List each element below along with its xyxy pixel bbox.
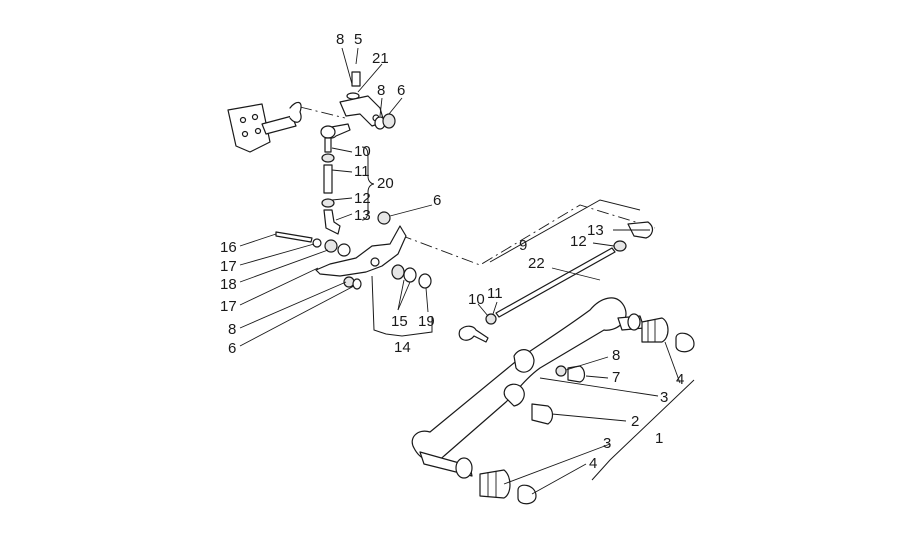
callout-8: 8 xyxy=(336,31,344,48)
rubber-bushes-3-part xyxy=(479,317,669,499)
end-caps-4-part xyxy=(517,332,695,505)
assembly-axis-lower xyxy=(399,204,656,266)
callout-6: 6 xyxy=(228,340,236,357)
callout-22: 22 xyxy=(528,255,545,272)
group-brackets xyxy=(361,146,695,481)
callout-4: 4 xyxy=(589,455,597,472)
callout-7: 7 xyxy=(612,369,620,386)
callout-13: 13 xyxy=(354,207,371,224)
callout-16: 16 xyxy=(220,239,237,256)
callout-10: 10 xyxy=(468,291,485,308)
callout-20: 20 xyxy=(377,175,394,192)
callout-11: 11 xyxy=(354,163,370,180)
callout-12: 12 xyxy=(570,233,587,250)
callout-13: 13 xyxy=(587,222,604,239)
callout-9: 9 xyxy=(519,237,527,254)
assembly-axis-upper xyxy=(299,106,346,119)
callout-17: 17 xyxy=(220,298,237,315)
vertical-tie-rod-part xyxy=(320,125,341,235)
callout-19: 19 xyxy=(418,313,435,330)
callout-1: 1 xyxy=(655,430,663,447)
callout-2: 2 xyxy=(631,413,639,430)
callout-12: 12 xyxy=(354,190,371,207)
callout-3: 3 xyxy=(660,389,668,406)
lever-pivot-assembly-part xyxy=(275,225,407,290)
callout-8: 8 xyxy=(377,82,385,99)
gearbox-shaft-part xyxy=(227,101,302,153)
callout-8: 8 xyxy=(228,321,236,338)
callout-10: 10 xyxy=(354,143,371,160)
callout-3: 3 xyxy=(603,435,611,452)
callout-18: 18 xyxy=(220,276,237,293)
callout-15: 15 xyxy=(391,313,408,330)
callout-5: 5 xyxy=(354,31,362,48)
nut-6-part xyxy=(377,211,391,225)
callout-14: 14 xyxy=(394,339,411,356)
long-tie-rod-part xyxy=(458,221,654,343)
pins-7-8-part xyxy=(531,365,586,425)
callout-11: 11 xyxy=(487,285,503,302)
callout-8: 8 xyxy=(612,347,620,364)
callout-4: 4 xyxy=(676,371,684,388)
callout-21: 21 xyxy=(372,50,389,67)
pedal-lever-part xyxy=(411,297,645,479)
callout-6: 6 xyxy=(433,192,441,209)
bushes-15-19-part xyxy=(391,264,432,289)
leader-lines xyxy=(239,47,681,495)
callout-6: 6 xyxy=(397,82,405,99)
callout-labels: 8 5 21 8 6 10 11 20 12 13 6 16 17 18 17 … xyxy=(220,31,684,472)
callout-17: 17 xyxy=(220,258,237,275)
